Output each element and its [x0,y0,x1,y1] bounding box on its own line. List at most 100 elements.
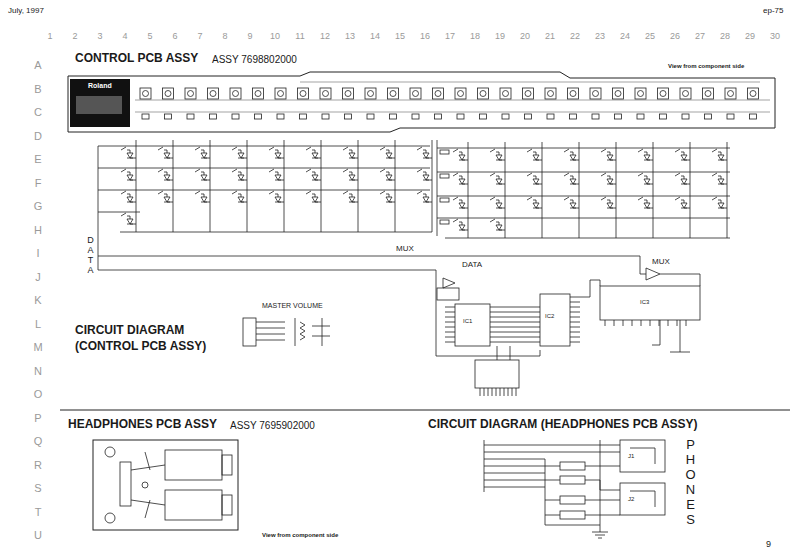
grid-column-number: 1 [47,32,52,42]
grid-row-letter: M [33,341,42,353]
switch-symbol [564,197,573,203]
pin [605,320,606,326]
switch-symbol [490,149,499,155]
column-wire [284,140,285,232]
diode-footprint [637,114,644,119]
button-contact [548,91,554,97]
wire [204,158,210,159]
wire [352,180,358,181]
pin [650,320,651,326]
text-label: PHONES [684,438,697,528]
column-wire [616,142,617,238]
diode-footprint [300,114,307,119]
grid-row-letter: Q [34,435,43,447]
diode-symbol [238,197,244,202]
switch-symbol [527,197,536,203]
grid-row-letter: K [34,294,41,306]
diode-symbol [312,197,318,202]
row-wire [437,172,730,173]
diode-symbol [275,197,281,202]
button-contact [345,91,351,97]
grid-column-number: 22 [570,32,580,42]
grid-column-number: 19 [495,32,505,42]
diode-symbol [533,203,539,208]
wire [315,180,321,181]
wire [684,208,690,209]
wire [130,224,136,225]
diode-symbol [459,203,465,208]
grid-column-number: 12 [320,32,330,42]
pin [570,312,580,313]
text-label: View from component side [668,63,744,70]
column-wire [432,140,433,232]
diode-footprint [345,114,352,119]
pin [570,327,580,328]
button-contact [593,91,599,97]
text-label: IC1 [463,318,472,325]
row-wire [98,168,430,169]
grid-column-number: 4 [122,32,127,42]
switch-symbol [269,169,278,175]
wire [610,160,616,161]
column-wire [358,140,359,232]
wire [462,160,468,161]
button-contact [368,91,374,97]
button-footprint [185,88,196,99]
wire [684,160,690,161]
grid-row-letter: B [34,83,41,95]
wire [499,230,505,231]
switch-symbol [306,169,315,175]
pin [570,342,580,343]
button-footprint [388,88,399,99]
column-wire [136,140,137,232]
diode-symbol [201,153,207,158]
wire [610,208,616,209]
diode-symbol [201,197,207,202]
wire [497,346,510,360]
pin [570,317,580,318]
grid-column-number: 17 [445,32,455,42]
column-wire [690,142,691,238]
row-wire [437,148,730,149]
diode-symbol [533,179,539,184]
pin [570,322,580,323]
grid-column-number: 21 [545,32,555,42]
column-wire [579,142,580,238]
wire [130,158,136,159]
button-footprint [658,88,669,99]
button-contact [300,91,306,97]
button-contact [683,91,689,97]
diode-symbol [275,175,281,180]
diode-symbol [201,175,207,180]
wire [167,158,173,159]
switch-symbol [601,173,610,179]
diode-footprint [232,114,239,119]
button-contact [660,91,666,97]
button-footprint [410,88,421,99]
diode-footprint [390,114,397,119]
switch-matrix [98,140,730,238]
switch-symbol [638,197,647,203]
diode-symbol [349,153,355,158]
grid-row-letter: L [35,318,41,330]
pin [445,322,455,323]
grid-column-number: 30 [770,32,780,42]
column-wire [653,142,654,238]
diode-symbol [349,197,355,202]
text-label: View from component side [262,532,338,539]
pin [445,342,455,343]
wire [315,158,321,159]
switch-symbol [490,173,499,179]
wire [721,160,727,161]
button-contact [255,91,261,97]
pin [492,388,493,396]
diode-symbol [127,219,133,224]
switch-symbol [232,147,241,153]
switch-symbol [712,149,721,155]
switch-symbol [380,191,389,197]
pin-wire [490,307,540,308]
diode-footprint [480,114,487,119]
diode-symbol [127,175,133,180]
diode-symbol [570,179,576,184]
switch-symbol [121,169,130,175]
